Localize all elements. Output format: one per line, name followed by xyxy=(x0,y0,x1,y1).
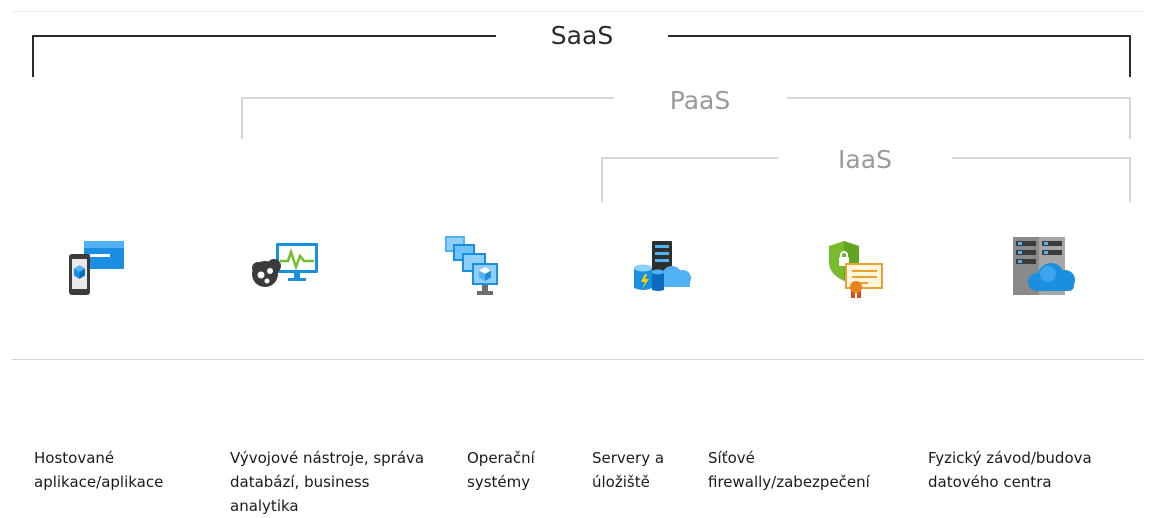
hosted-app-icon xyxy=(68,240,126,296)
datacenter-icon xyxy=(1012,236,1076,298)
caption-operating-systems: Operační systémy xyxy=(467,446,535,494)
caption-line: Servery a xyxy=(592,449,665,467)
caption-line: datového centra xyxy=(928,473,1052,491)
caption-line: Vývojové nástroje, správa xyxy=(230,449,425,467)
paas-bracket xyxy=(241,97,1131,139)
servers-storage-icon xyxy=(632,240,692,292)
caption-line: databází, business xyxy=(230,473,370,491)
top-rule xyxy=(12,11,1144,12)
network-security-icon xyxy=(828,240,884,304)
caption-network-security: Síťové firewally/zabezpečení xyxy=(708,446,870,494)
saas-label: SaaS xyxy=(550,21,614,50)
divider-line xyxy=(12,359,1144,360)
caption-line: firewally/zabezpečení xyxy=(708,473,870,491)
caption-hosted-apps: Hostované aplikace/aplikace xyxy=(34,446,163,494)
tier-brackets xyxy=(32,35,1131,202)
caption-servers-storage: Servery a úložiště xyxy=(592,446,664,494)
iaas-bracket xyxy=(601,157,1131,202)
caption-line: Fyzický závod/budova xyxy=(928,449,1092,467)
caption-line: úložiště xyxy=(592,473,650,491)
caption-dev-tools: Vývojové nástroje, správa databází, busi… xyxy=(230,446,424,518)
saas-bracket xyxy=(32,35,1131,77)
caption-line: analytika xyxy=(230,497,299,515)
caption-line: Síťové xyxy=(708,449,755,467)
dev-tools-icon xyxy=(252,242,320,288)
caption-line: aplikace/aplikace xyxy=(34,473,164,491)
caption-line: systémy xyxy=(467,473,531,491)
caption-datacenter: Fyzický závod/budova datového centra xyxy=(928,446,1092,494)
caption-line: Operační xyxy=(467,449,535,467)
caption-line: Hostované xyxy=(34,449,115,467)
iaas-label: IaaS xyxy=(838,145,892,174)
paas-label: PaaS xyxy=(669,86,731,115)
operating-systems-icon xyxy=(444,235,502,299)
